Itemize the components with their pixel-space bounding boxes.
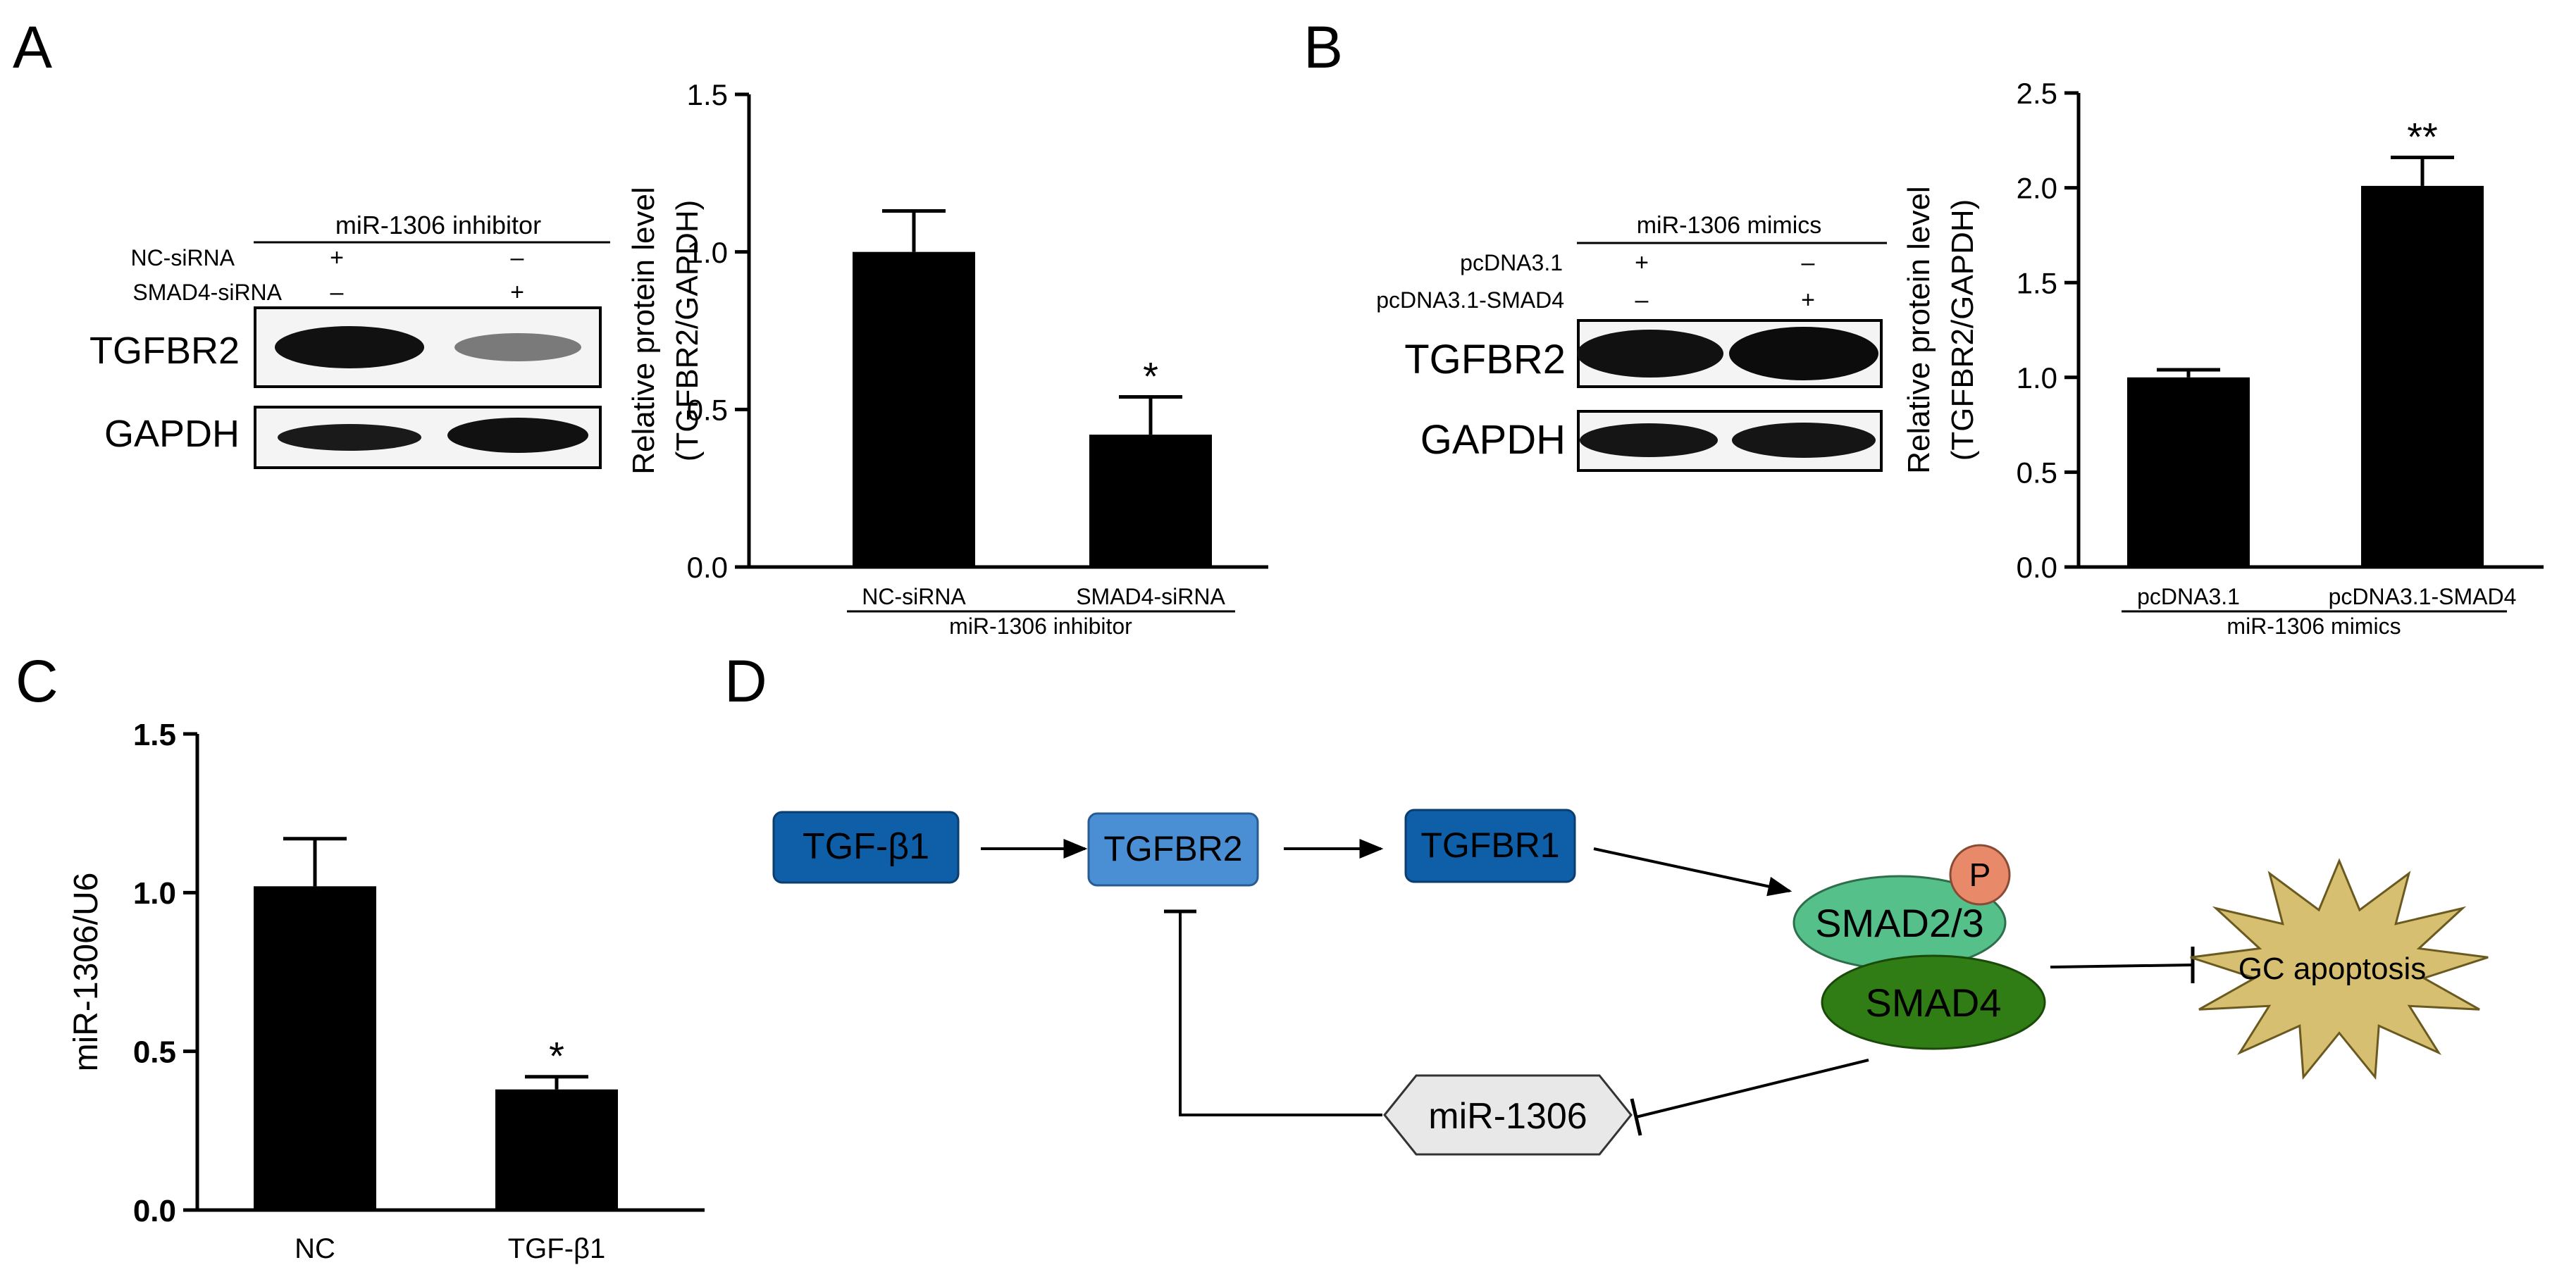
chart-c-y-tick-label: 0.0 bbox=[133, 1194, 176, 1228]
panel-letter-b: B bbox=[1304, 14, 1343, 80]
blot-b-group-label: miR-1306 mimics bbox=[1637, 212, 1822, 239]
blot-b-row-1-sign-1: + bbox=[1635, 249, 1649, 276]
node-tgfbr2: TGFBR2 bbox=[1087, 812, 1259, 887]
blot-a-group-label: miR-1306 inhibitor bbox=[335, 211, 541, 239]
chart-a-y-tick-label: 1.0 bbox=[687, 236, 728, 269]
inhibit-bar-mir bbox=[1630, 1098, 1642, 1136]
chart-c-y-tick-label: 1.5 bbox=[133, 718, 176, 752]
chart-c-bar bbox=[254, 886, 376, 1210]
blot-a-band-label-2: GAPDH bbox=[104, 413, 240, 455]
chart-b-y-label-2: (TGFBR2/GAPDH) bbox=[1945, 199, 1980, 461]
blot-a-band-label-1: TGFBR2 bbox=[89, 330, 240, 372]
chart-b-group-label: miR-1306 mimics bbox=[2227, 613, 2401, 639]
node-phospho-label: P bbox=[1969, 856, 1991, 893]
panel-letter-d: D bbox=[724, 648, 767, 714]
chart-a-x-tick-label: SMAD4-siRNA bbox=[1076, 584, 1225, 609]
chart-b-y-tick-label: 2.5 bbox=[2017, 77, 2057, 110]
chart-b-bar bbox=[2127, 377, 2250, 567]
chart-b-y-tick-label: 1.5 bbox=[2017, 266, 2057, 299]
blot-b-row-2-sign-2: + bbox=[1801, 287, 1815, 313]
chart-a-y-label-2: (TGFBR2/GAPDH) bbox=[670, 200, 705, 462]
blot-b-row-2-label: pcDNA3.1-SMAD4 bbox=[1376, 287, 1564, 313]
chart-a-y-tick-label: 1.5 bbox=[687, 78, 728, 111]
blot-b-row-2-sign-1: – bbox=[1635, 287, 1649, 313]
node-phospho: P bbox=[1949, 844, 2011, 906]
chart-a-bar bbox=[1089, 435, 1212, 567]
blot-b: miR-1306 mimics pcDNA3.1 + – pcDNA3.1-SM… bbox=[1376, 212, 1887, 472]
chart-a-bar bbox=[853, 251, 975, 567]
panel-letter-c: C bbox=[16, 648, 58, 714]
blot-b-band-label-1: TGFBR2 bbox=[1404, 337, 1566, 382]
chart-b-y-label: Relative protein level bbox=[1902, 186, 1936, 473]
chart-c-bar bbox=[495, 1089, 618, 1210]
chart-a-y-tick-label: 0.0 bbox=[687, 551, 728, 584]
chart-a-significance: * bbox=[1143, 354, 1158, 398]
chart-b-x-tick-label: pcDNA3.1-SMAD4 bbox=[2329, 584, 2517, 609]
blot-b-band-1-1 bbox=[1577, 330, 1723, 378]
blot-a-row-2-sign-2: + bbox=[510, 279, 524, 306]
node-smad4-label: SMAD4 bbox=[1866, 980, 2002, 1025]
chart-a-x-tick-label: NC-siRNA bbox=[862, 584, 966, 609]
node-mir-1306: miR-1306 bbox=[1383, 1074, 1633, 1156]
inhibit-mir-to-tgfbr2 bbox=[1179, 911, 1382, 1116]
chart-b-bar bbox=[2361, 185, 2484, 568]
panel-letter-a: A bbox=[13, 14, 52, 80]
blot-a-band-2-1 bbox=[278, 424, 421, 451]
blot-a-band-1-2 bbox=[454, 333, 581, 361]
inhibit-smad-to-apoptosis bbox=[2050, 964, 2193, 968]
blot-a-row-1-sign-2: – bbox=[511, 244, 524, 271]
node-mir-1306-label: miR-1306 bbox=[1428, 1096, 1587, 1137]
chart-b-significance: ** bbox=[2407, 115, 2438, 159]
inhibit-smad4-to-mir bbox=[1635, 1059, 1869, 1118]
blot-b-band-1-2 bbox=[1729, 327, 1878, 380]
chart-c-y-tick-label: 1.0 bbox=[133, 876, 176, 911]
node-smad4: SMAD4 bbox=[1821, 954, 2046, 1050]
pathway-diagram: TGF-β1 TGFBR2 TGFBR1 SMAD2/3 P SMAD4 GC … bbox=[772, 809, 2489, 1156]
chart-a-y-label: Relative protein level bbox=[626, 187, 661, 474]
blot-a-row-2-sign-1: – bbox=[330, 279, 344, 306]
blot-b-band-2-1 bbox=[1580, 423, 1718, 457]
blot-a-row-1-label: NC-siRNA bbox=[130, 245, 235, 270]
blot-a-row-1-sign-1: + bbox=[330, 244, 344, 271]
blot-a: miR-1306 inhibitor NC-siRNA + – SMAD4-si… bbox=[89, 211, 610, 469]
chart-c-x-tick-label: NC bbox=[295, 1233, 335, 1264]
node-gc-apoptosis-label: GC apoptosis bbox=[2238, 952, 2427, 986]
chart-c-significance: * bbox=[549, 1034, 564, 1078]
node-tgfbr2-label: TGFBR2 bbox=[1103, 829, 1242, 868]
node-smad2-3: SMAD2/3 bbox=[1792, 875, 2007, 971]
chart-b-y-tick-label: 2.0 bbox=[2017, 172, 2057, 205]
chart-a-group-label: miR-1306 inhibitor bbox=[949, 613, 1132, 639]
blot-b-row-1-sign-2: – bbox=[1802, 249, 1815, 276]
blot-a-band-1-1 bbox=[275, 326, 424, 368]
blot-b-band-label-2: GAPDH bbox=[1420, 417, 1566, 463]
blot-a-band-2-2 bbox=[447, 418, 588, 453]
node-tgf-beta1-label: TGF-β1 bbox=[803, 826, 929, 867]
chart-c-x-tick-label: TGF-β1 bbox=[508, 1233, 606, 1264]
node-tgf-beta1: TGF-β1 bbox=[772, 811, 960, 884]
chart-a-y-tick-label: 0.5 bbox=[687, 393, 728, 426]
chart-c-y-tick-label: 0.5 bbox=[133, 1035, 176, 1070]
node-smad2-3-label: SMAD2/3 bbox=[1815, 901, 1984, 945]
chart-c-y-label: miR-1306/U6 bbox=[68, 873, 105, 1072]
blot-b-band-2-2 bbox=[1732, 423, 1876, 458]
blot-b-row-1-label: pcDNA3.1 bbox=[1460, 250, 1563, 275]
node-tgfbr1: TGFBR1 bbox=[1404, 809, 1576, 883]
blot-a-row-2-label: SMAD4-siRNA bbox=[132, 280, 282, 305]
chart-b-y-tick-label: 1.0 bbox=[2017, 361, 2057, 394]
chart-b-x-tick-label: pcDNA3.1 bbox=[2137, 584, 2240, 609]
node-tgfbr1-label: TGFBR1 bbox=[1420, 825, 1559, 865]
node-gc-apoptosis: GC apoptosis bbox=[2190, 858, 2489, 1080]
arrow-tgfbr1-to-smad bbox=[1593, 847, 1792, 897]
chart-b-y-tick-label: 0.5 bbox=[2017, 456, 2057, 490]
chart-b-y-tick-label: 0.0 bbox=[2017, 551, 2057, 584]
apoptosis-starburst bbox=[2190, 858, 2489, 1080]
